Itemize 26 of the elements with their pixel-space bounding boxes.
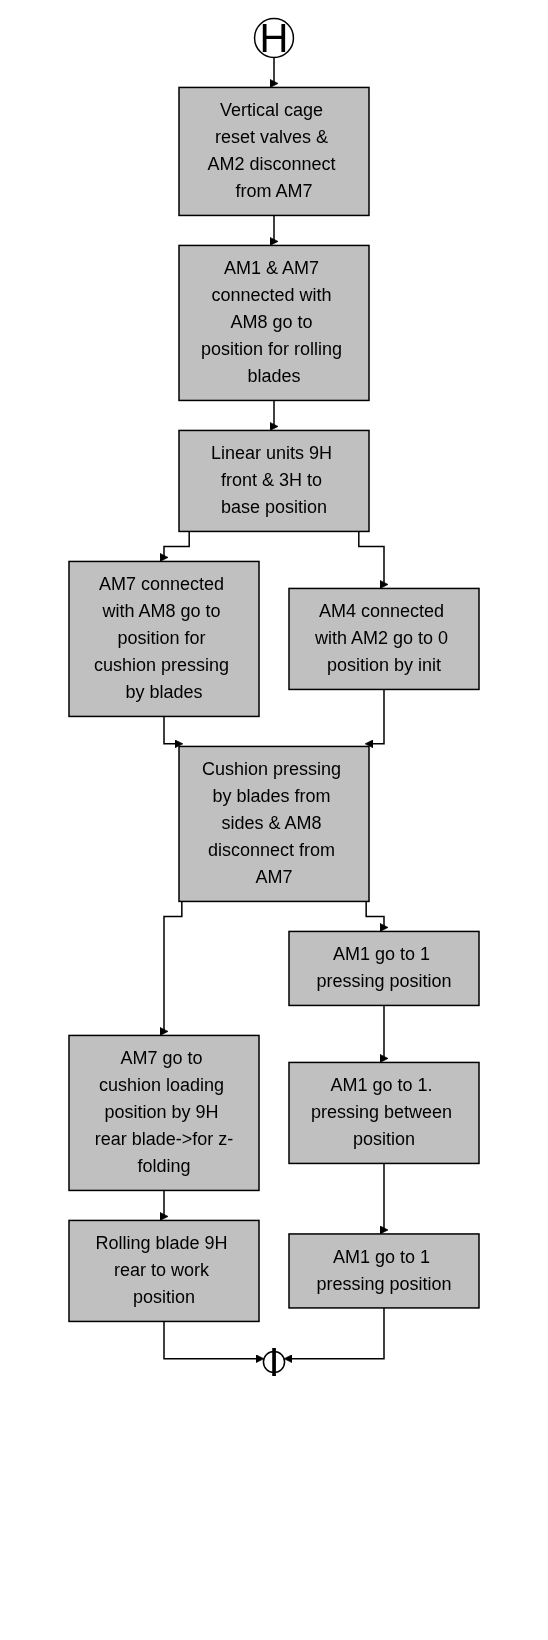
arrow bbox=[283, 1307, 385, 1364]
arrow bbox=[269, 56, 279, 88]
node-box: AM4 connected with AM2 go to 0 position by init bbox=[288, 587, 480, 691]
arrow bbox=[379, 1162, 389, 1235]
arrow bbox=[163, 715, 184, 749]
arrow bbox=[365, 900, 389, 932]
node-box: AM7 go to cushion loading position by 9H rear blade->for z-folding bbox=[68, 1034, 260, 1192]
arrow bbox=[159, 1189, 169, 1221]
node-circle: H bbox=[253, 17, 295, 59]
arrow bbox=[364, 688, 385, 749]
node-box: Vertical cage reset valves & AM2 disconnect from AM7 bbox=[178, 86, 370, 217]
arrow bbox=[159, 530, 190, 562]
arrow bbox=[358, 530, 389, 589]
arrow bbox=[269, 214, 279, 246]
node-box: Cushion pressing by blades from sides & AM8 disconnect from AM7 bbox=[178, 745, 370, 903]
arrow bbox=[269, 399, 279, 431]
arrow bbox=[379, 1004, 389, 1063]
node-box: AM7 connected with AM8 go to position for cushion pressing by blades bbox=[68, 560, 260, 718]
node-box: Linear units 9H front & 3H to base position bbox=[178, 429, 370, 533]
arrow bbox=[163, 1320, 265, 1364]
node-box: AM1 go to 1. pressing between position bbox=[288, 1061, 480, 1165]
node-box: AM1 & AM7 connected with AM8 go to position for rolling blades bbox=[178, 244, 370, 402]
node-box: AM1 go to 1 pressing position bbox=[288, 930, 480, 1007]
arrow bbox=[159, 900, 183, 1036]
node-box: AM1 go to 1 pressing position bbox=[288, 1233, 480, 1309]
node-box: Rolling blade 9H rear to work position bbox=[68, 1219, 260, 1323]
